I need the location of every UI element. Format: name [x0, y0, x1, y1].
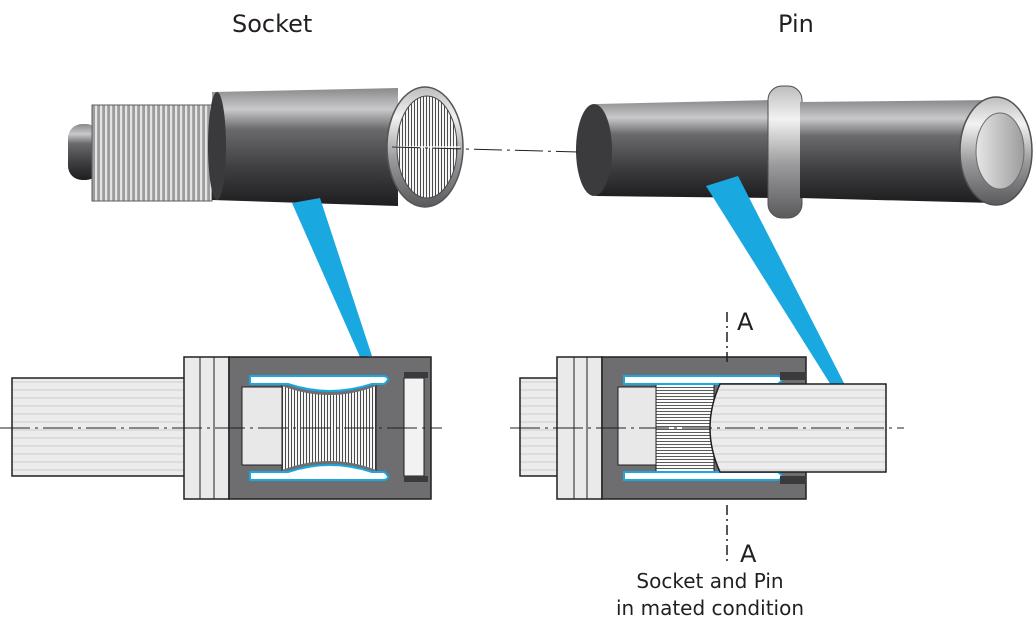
socket-title: Socket [232, 10, 313, 38]
socket-spring-bottom [249, 464, 389, 481]
mated-insulator [617, 386, 657, 466]
mated-spring-top [623, 375, 783, 385]
pin-rear-bore [975, 112, 1025, 190]
pin-callout-wedge [706, 176, 846, 390]
socket-insulator [241, 386, 283, 466]
socket-thread [91, 104, 213, 202]
pin-title: Pin [778, 10, 814, 38]
center-axis-3d [391, 146, 579, 153]
pin-tip [576, 104, 612, 196]
socket-mouth-bore [403, 377, 425, 477]
mated-seal-top [780, 372, 806, 380]
mated-spring-bottom [623, 471, 783, 481]
socket-3d-illustration [68, 86, 464, 208]
pin-collar [767, 85, 803, 219]
mated-cross-section [510, 312, 904, 562]
socket-cross-section [0, 356, 442, 500]
section-label-bottom: A [740, 540, 757, 568]
socket-mouth-seal-top [404, 372, 428, 378]
socket-mouth-seal-bottom [404, 476, 428, 482]
mated-caption: Socket and Pin in mated condition [605, 568, 815, 622]
socket-body [212, 88, 398, 206]
socket-callout-wedge [292, 198, 372, 357]
pin-shaft [582, 100, 772, 198]
pin-rear-body [800, 100, 994, 203]
mated-seal-bottom [780, 476, 806, 484]
section-label-top: A [737, 308, 754, 336]
socket-spring-top [249, 375, 389, 392]
socket-cable-shaft [11, 377, 189, 477]
mated-caption-line2: in mated condition [616, 596, 804, 620]
pin-3d-illustration [576, 85, 1033, 219]
mated-caption-line1: Socket and Pin [636, 569, 784, 593]
socket-body-edge [208, 92, 226, 200]
